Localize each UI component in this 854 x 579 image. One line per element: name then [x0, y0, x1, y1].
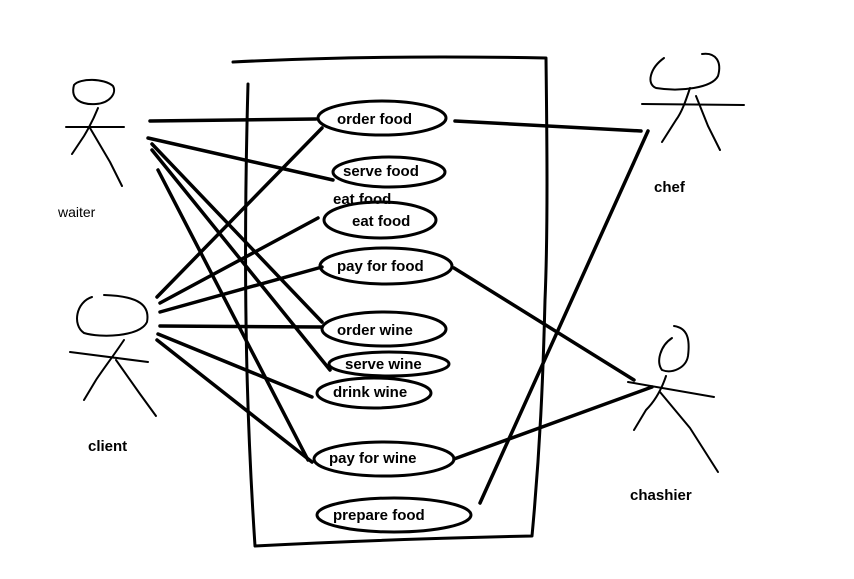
client-head [76, 294, 149, 337]
uc-order-wine-ellipse [320, 310, 448, 348]
uc-order-food-label: order food [337, 111, 412, 128]
chef-arms [641, 103, 745, 106]
assoc-cashier-pay-for-wine [452, 385, 654, 461]
chef-leg [695, 95, 721, 151]
cashier-head [658, 325, 690, 373]
assoc-client-eat-food [158, 216, 320, 305]
assoc-waiter-serve-food [146, 136, 335, 182]
assoc-waiter-pay-for-wine [156, 168, 310, 462]
assoc-chef-order-food [453, 119, 643, 133]
client-body [83, 339, 125, 401]
waiter-leg [89, 127, 123, 187]
uc-order-wine-label: order wine [337, 322, 413, 339]
waiter-label: waiter [58, 204, 96, 220]
assoc-waiter-order-wine [150, 142, 324, 324]
uc-drink-wine-label: drink wine [333, 384, 408, 401]
cashier-leg [659, 391, 719, 473]
uc-serve-wine-label: serve wine [345, 356, 422, 373]
uc-pay-for-food-label: pay for food [337, 258, 424, 275]
assoc-waiter-order-food [148, 117, 318, 123]
cashier-actor [627, 325, 719, 473]
assoc-client-pay-for-wine [155, 338, 314, 464]
uc-eat-food-label: eat food [352, 213, 411, 230]
uc-drink-wine-ellipse [315, 376, 433, 410]
assoc-cashier-pay-for-food [452, 266, 636, 382]
client-arms [69, 351, 149, 363]
assoc-client-order-food [155, 126, 324, 299]
chef-actor [641, 52, 745, 151]
assoc-client-pay-for-food [158, 265, 324, 314]
client-label: client [88, 438, 128, 455]
chef-body [661, 87, 691, 143]
chef-head [649, 52, 721, 91]
client-actor [69, 294, 157, 417]
client-leg [115, 359, 157, 417]
uc-prepare-food-label: prepare food [333, 507, 425, 524]
waiter-head [72, 78, 115, 106]
assoc-client-drink-wine [156, 332, 314, 399]
uc-prepare-food-ellipse [315, 496, 473, 534]
uc-serve-wine-ellipse [327, 350, 451, 378]
waiter-body [71, 107, 99, 155]
uc-pay-for-wine-label: pay for wine [329, 450, 417, 467]
waiter-actor [65, 78, 125, 187]
cashier-label: chashier [630, 487, 692, 504]
chef-label: chef [654, 179, 685, 196]
assoc-chef-prepare-food [478, 129, 650, 505]
uc-serve-food-ellipse [331, 155, 447, 189]
cashier-arms [627, 381, 715, 398]
uc-eat-food-ellipse [322, 200, 438, 240]
system-boundary [231, 55, 549, 548]
uc-serve-food-label: serve food [343, 163, 419, 180]
uc-order-food-ellipse [316, 99, 448, 137]
assoc-client-order-wine [158, 324, 324, 329]
uc-eat-food-stray-label: eat food [333, 191, 392, 208]
cashier-body [633, 375, 667, 431]
